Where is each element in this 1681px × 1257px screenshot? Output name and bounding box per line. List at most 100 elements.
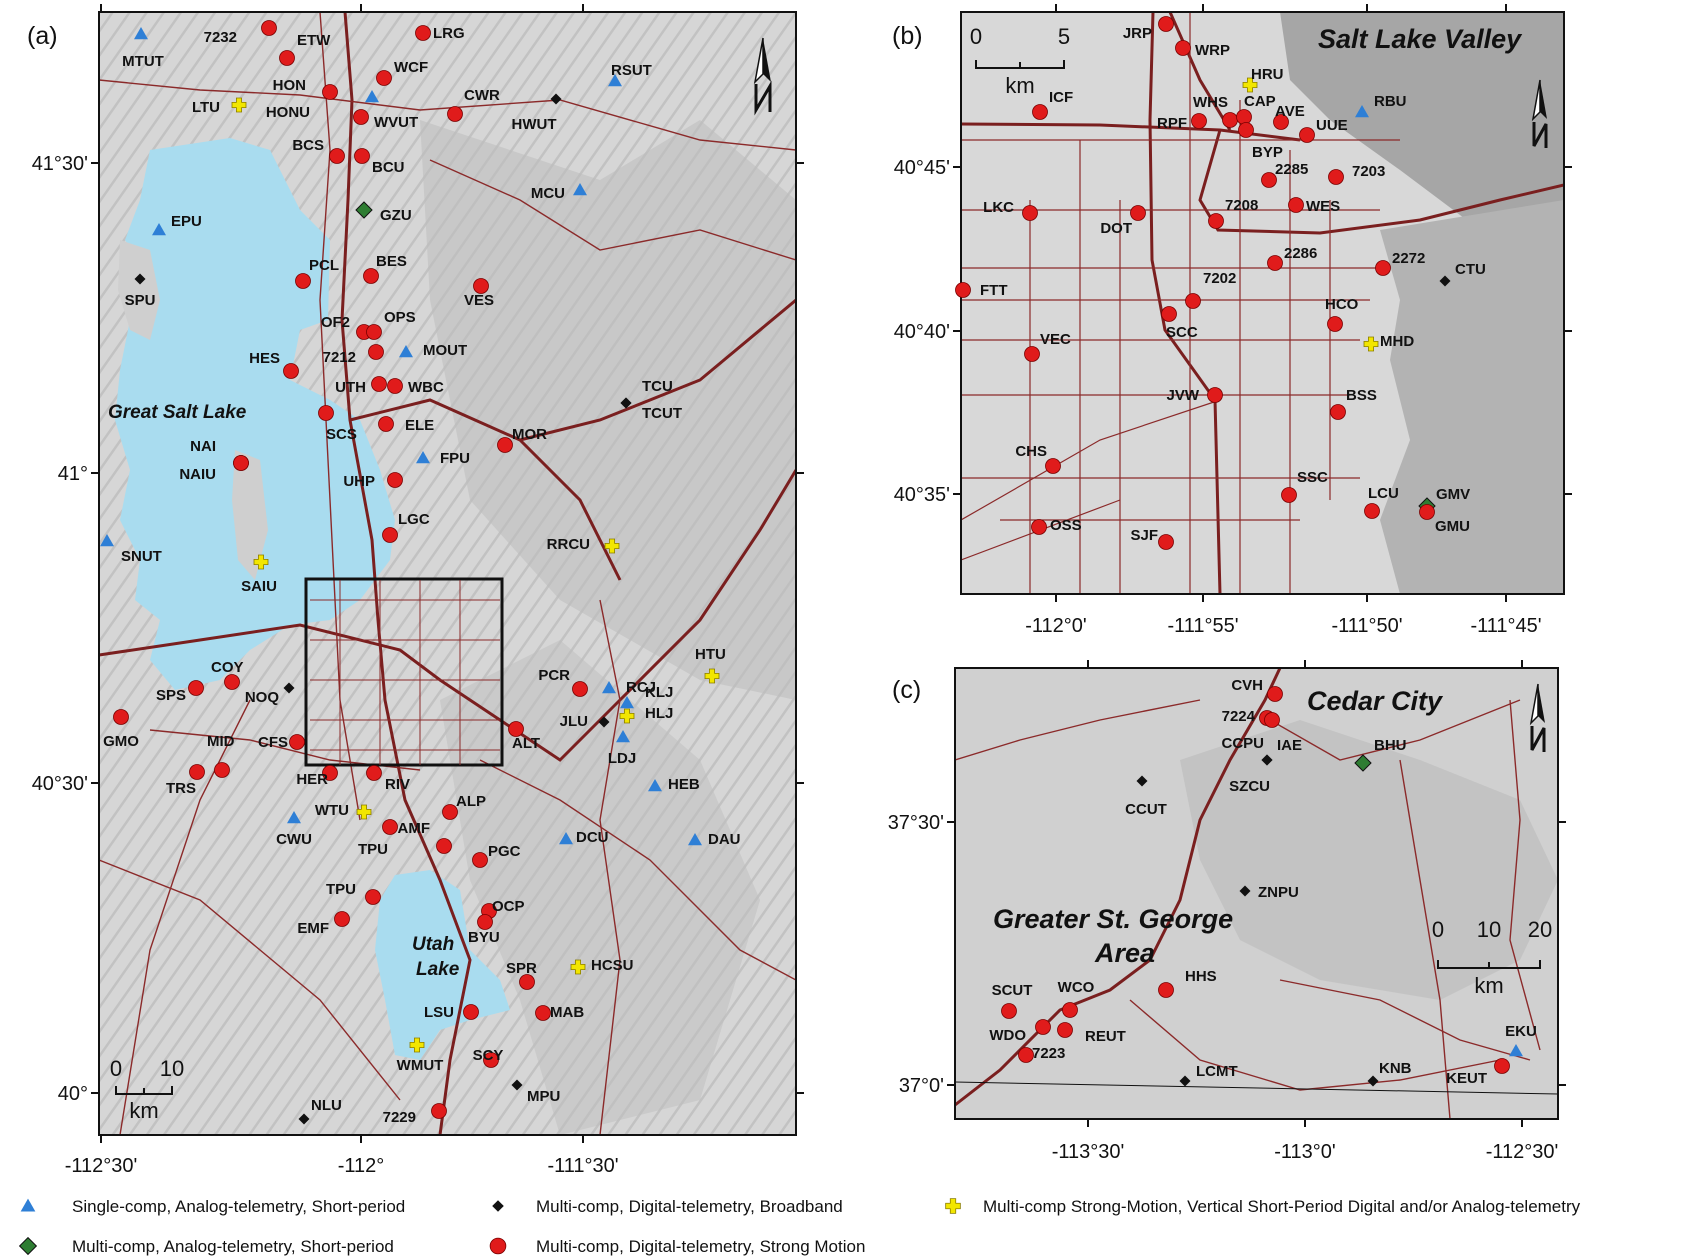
mountains-b2 bbox=[1380, 200, 1564, 594]
scale-bar-b: 0 5 km bbox=[970, 24, 1070, 98]
station: HCO bbox=[1325, 296, 1359, 332]
red-circle-icon bbox=[1327, 316, 1343, 332]
blue-triangle-icon bbox=[134, 27, 148, 40]
station: HON bbox=[273, 77, 338, 100]
station-label: HES bbox=[249, 350, 280, 367]
red-circle-icon bbox=[1281, 487, 1297, 503]
blue-triangle-icon bbox=[152, 223, 166, 236]
station: LGC bbox=[382, 511, 430, 543]
station-label: CFS bbox=[258, 734, 288, 751]
island bbox=[232, 450, 268, 580]
station: HEB bbox=[648, 776, 700, 793]
station: WTU bbox=[315, 802, 372, 820]
red-circle-icon bbox=[322, 765, 338, 781]
blue-triangle-icon bbox=[20, 1198, 36, 1212]
station-label: SSC bbox=[1297, 469, 1328, 486]
road bbox=[119, 699, 251, 1135]
station: SCS bbox=[318, 405, 357, 443]
station-label: CWR bbox=[464, 87, 500, 104]
red-circle-icon bbox=[1267, 686, 1283, 702]
station: CFS bbox=[258, 734, 305, 751]
green-diamond-icon bbox=[355, 201, 373, 219]
station-label: UTH bbox=[335, 379, 366, 396]
station: CWR bbox=[447, 87, 500, 122]
yellow-cross-icon bbox=[1363, 336, 1379, 352]
station: SJF bbox=[1130, 527, 1174, 550]
station: 2285 bbox=[1261, 161, 1308, 188]
red-circle-icon bbox=[233, 455, 249, 471]
station-label: SNUT bbox=[121, 548, 162, 565]
red-circle-icon bbox=[353, 109, 369, 125]
station-label: HTU bbox=[695, 646, 726, 663]
station-label: SPS bbox=[156, 687, 186, 704]
station: TCUT bbox=[620, 397, 682, 422]
station: LCMT bbox=[1179, 1063, 1238, 1087]
station: ALT bbox=[508, 721, 540, 752]
station: CCUT bbox=[1125, 775, 1167, 818]
station-label: UUE bbox=[1316, 117, 1348, 134]
scale-unit: km bbox=[1474, 973, 1503, 998]
station: HCSU bbox=[570, 957, 634, 975]
station: MID bbox=[207, 733, 235, 778]
red-circle-icon bbox=[295, 273, 311, 289]
station: VEC bbox=[1024, 331, 1071, 362]
red-circle-icon bbox=[368, 344, 384, 360]
station: SCC bbox=[1161, 306, 1198, 341]
x-tick: -112°30' bbox=[1486, 1141, 1559, 1163]
road bbox=[599, 599, 621, 1135]
station-label: MOUT bbox=[423, 342, 467, 359]
station-label: ICF bbox=[1049, 89, 1073, 106]
station-label: LCMT bbox=[1196, 1063, 1238, 1080]
station: KLJ bbox=[620, 684, 673, 709]
station: CTU bbox=[1439, 261, 1486, 287]
station: JRP bbox=[1123, 16, 1174, 42]
station-label: CVH bbox=[1231, 677, 1263, 694]
red-circle-icon bbox=[472, 852, 488, 868]
scale-unit: km bbox=[1005, 73, 1034, 98]
great-salt-lake-label: Great Salt Lake bbox=[108, 402, 247, 423]
station-label: SPU bbox=[125, 292, 156, 309]
y-tick: 40° bbox=[58, 1083, 88, 1105]
station-label: TPU bbox=[358, 841, 388, 858]
red-circle-icon bbox=[1018, 1047, 1034, 1063]
legend-label: Multi-comp, Digital-telemetry, Broadband bbox=[536, 1197, 843, 1216]
station: DCU bbox=[559, 829, 609, 846]
red-circle-icon bbox=[354, 148, 370, 164]
station: OSS bbox=[1031, 517, 1082, 535]
blue-triangle-icon bbox=[688, 833, 702, 846]
yellow-cross-icon bbox=[231, 97, 247, 113]
y-tick: 37°30' bbox=[888, 812, 944, 834]
station: BCS bbox=[292, 137, 345, 164]
station: ELE bbox=[378, 416, 434, 434]
y-tick: 37°0' bbox=[899, 1075, 944, 1097]
station-label: GMO bbox=[103, 733, 139, 750]
station: PCR bbox=[538, 667, 588, 697]
station-label: 7212 bbox=[323, 349, 356, 366]
red-circle-icon bbox=[261, 20, 277, 36]
red-circle-icon bbox=[473, 278, 489, 294]
station: DAU bbox=[688, 831, 741, 848]
station-label: NOQ bbox=[245, 689, 280, 706]
station: 2272 bbox=[1375, 250, 1425, 276]
scale-start: 0 bbox=[1432, 917, 1444, 942]
panel-c-label: (c) bbox=[892, 676, 921, 704]
station-label: 2286 bbox=[1284, 245, 1317, 262]
red-circle-icon bbox=[572, 681, 588, 697]
x-tick: -113°0' bbox=[1274, 1141, 1335, 1163]
blue-triangle-icon bbox=[602, 681, 616, 694]
mountains-b bbox=[1280, 12, 1564, 230]
blue-triangle-icon bbox=[1509, 1044, 1523, 1057]
x-tick: -111°30' bbox=[547, 1155, 618, 1177]
station: BES bbox=[363, 253, 407, 284]
station: ETW bbox=[279, 32, 331, 66]
station-label: SCS bbox=[326, 426, 357, 443]
station-label: GZU bbox=[380, 207, 412, 224]
red-circle-icon bbox=[1031, 519, 1047, 535]
blue-triangle-icon bbox=[1355, 105, 1369, 118]
highway bbox=[961, 122, 1301, 142]
station: LCU bbox=[1364, 485, 1399, 519]
station: SSC bbox=[1281, 469, 1328, 503]
north-arrow-icon bbox=[753, 37, 772, 116]
